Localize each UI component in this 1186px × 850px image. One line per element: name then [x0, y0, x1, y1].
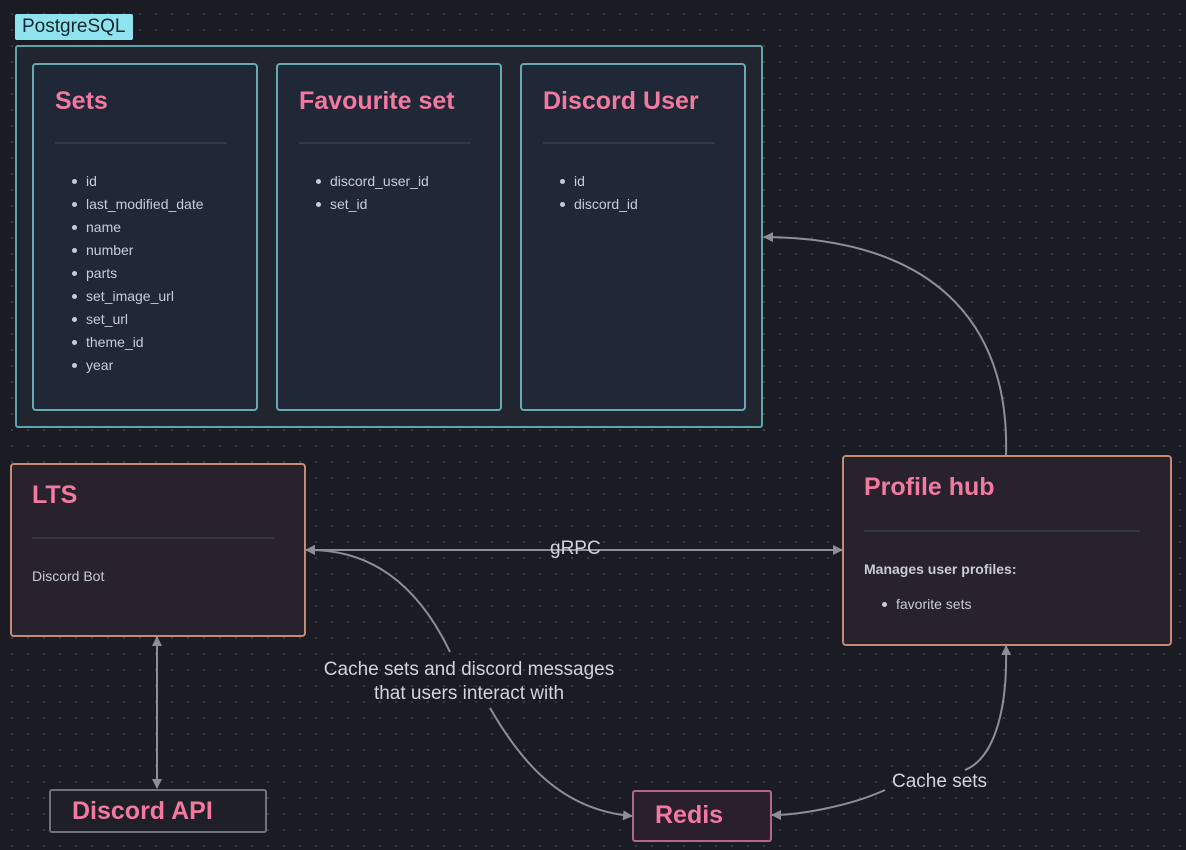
node-lts-divider	[32, 537, 274, 539]
node-lts[interactable]: LTS Discord Bot	[10, 463, 306, 637]
postgres-cluster-label: PostgreSQL	[15, 14, 133, 40]
table-discord-user-fields: id discord_id	[560, 173, 638, 219]
table-discord-user-title: Discord User	[543, 87, 699, 115]
edge-label-cache-lts-line2: that users interact with	[373, 683, 565, 704]
edge-label-cache-lts-line1: Cache sets and discord messages	[323, 659, 615, 680]
node-discord-api[interactable]: Discord API	[49, 789, 267, 833]
field-item: id	[560, 173, 638, 196]
field-item: id	[72, 173, 204, 196]
field-item: theme_id	[72, 334, 204, 357]
node-profile-hub-description: Manages user profiles:	[864, 561, 1017, 577]
field-item: discord_user_id	[316, 173, 429, 196]
table-favourite-set-title: Favourite set	[299, 87, 455, 115]
edge-label-cache-profile: Cache sets	[892, 771, 988, 792]
node-lts-title: LTS	[32, 481, 78, 509]
node-redis[interactable]: Redis	[632, 790, 772, 842]
field-item: name	[72, 219, 204, 242]
table-discord-user[interactable]: Discord User id discord_id	[520, 63, 746, 411]
field-item: set_image_url	[72, 288, 204, 311]
node-lts-description: Discord Bot	[32, 568, 105, 584]
node-redis-title: Redis	[655, 801, 724, 829]
table-sets-fields: id last_modified_date name number parts …	[72, 173, 204, 380]
field-item: parts	[72, 265, 204, 288]
field-item: year	[72, 357, 204, 380]
node-discord-api-title: Discord API	[72, 797, 213, 825]
node-profile-hub-items: favorite sets	[882, 596, 971, 619]
table-sets-divider	[55, 142, 227, 144]
table-discord-user-divider	[543, 142, 715, 144]
table-favourite-set[interactable]: Favourite set discord_user_id set_id	[276, 63, 502, 411]
field-item: discord_id	[560, 196, 638, 219]
field-item: last_modified_date	[72, 196, 204, 219]
node-profile-hub-divider	[864, 530, 1140, 532]
field-item: set_url	[72, 311, 204, 334]
edge-lts-redis	[306, 550, 632, 816]
table-favourite-set-divider	[299, 142, 471, 144]
node-profile-hub[interactable]: Profile hub Manages user profiles: favor…	[842, 455, 1172, 646]
node-profile-hub-title: Profile hub	[864, 473, 995, 501]
table-favourite-set-fields: discord_user_id set_id	[316, 173, 429, 219]
edge-profilehub-discorduser	[763, 232, 1008, 456]
edge-label-grpc: gRPC	[550, 538, 601, 559]
field-item: number	[72, 242, 204, 265]
table-sets[interactable]: Sets id last_modified_date name number p…	[32, 63, 258, 411]
edge-profilehub-redis	[772, 646, 1006, 815]
table-sets-title: Sets	[55, 87, 108, 115]
field-item: set_id	[316, 196, 429, 219]
field-item: favorite sets	[882, 596, 971, 619]
